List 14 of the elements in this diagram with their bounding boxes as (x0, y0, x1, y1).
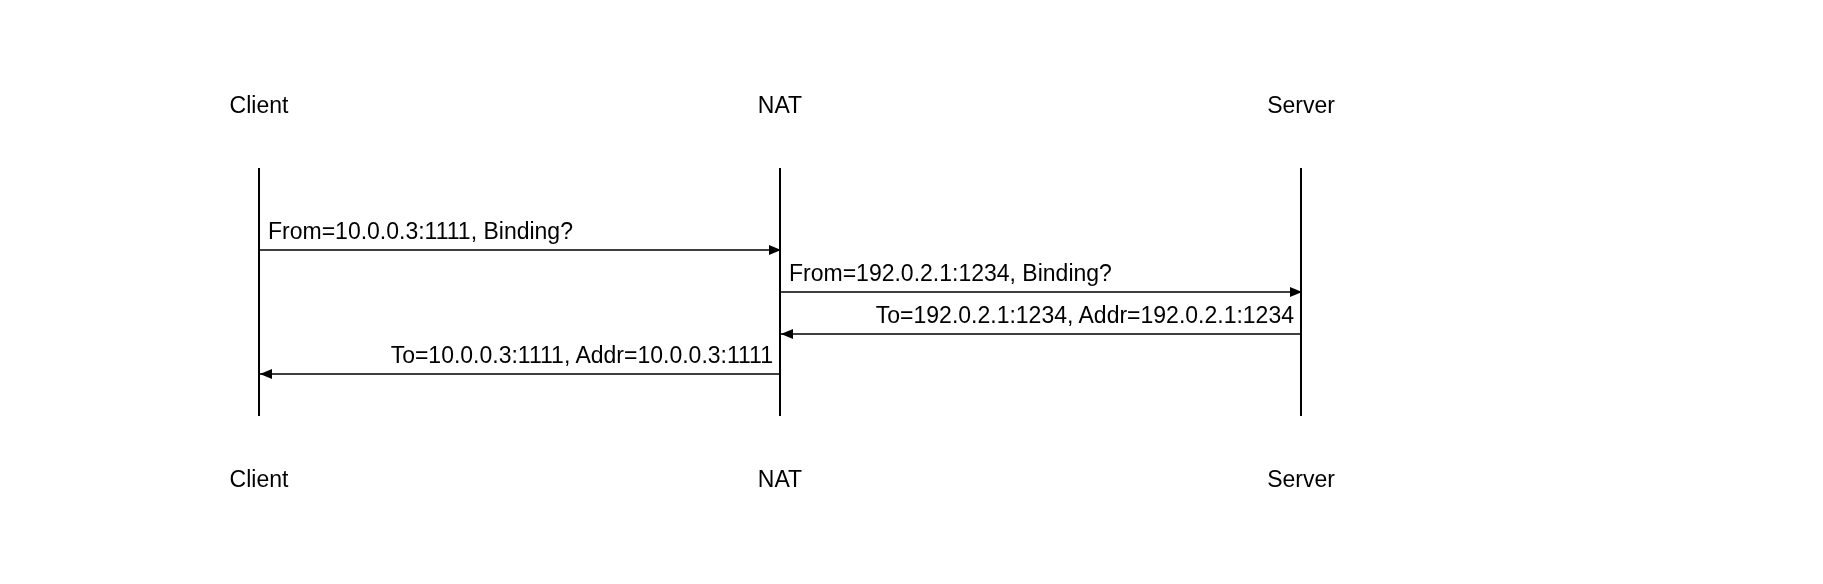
message-label: To=192.0.2.1:1234, Addr=192.0.2.1:1234 (873, 302, 1296, 328)
arrow (259, 245, 782, 255)
participant-label: Server (1266, 466, 1336, 492)
arrow (780, 329, 1303, 339)
message-label: To=10.0.0.3:1111, Addr=10.0.0.3:1111 (388, 342, 775, 368)
arrow (780, 287, 1303, 297)
arrow (259, 369, 782, 379)
message-label: From=10.0.0.3:1111, Binding? (266, 218, 575, 244)
participant-label: Client (228, 92, 290, 118)
participant-label: NAT (756, 466, 804, 492)
participant-label: NAT (756, 92, 804, 118)
participant-label: Server (1266, 92, 1336, 118)
participant-label: Client (228, 466, 290, 492)
message-label: From=192.0.2.1:1234, Binding? (787, 260, 1114, 286)
